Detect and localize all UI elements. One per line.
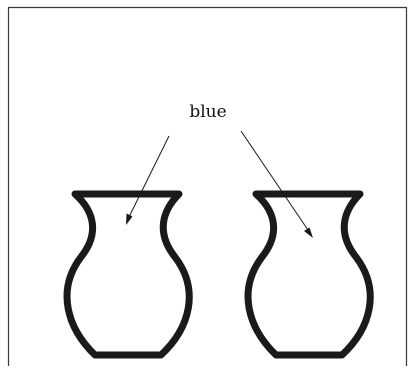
label-blue: blue: [189, 102, 226, 122]
right-vase: [248, 194, 370, 355]
